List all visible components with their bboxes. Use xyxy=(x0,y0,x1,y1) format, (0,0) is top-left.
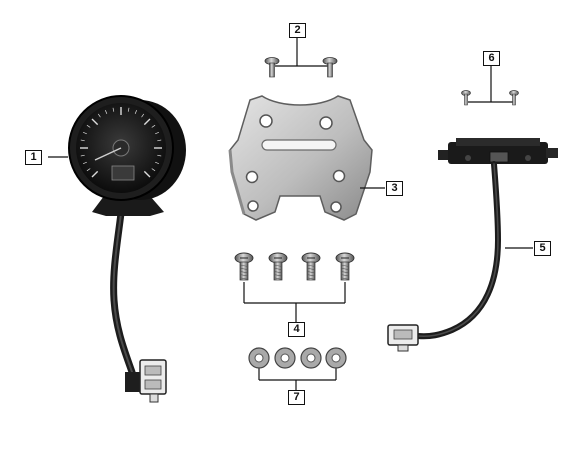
callout-5: 5 xyxy=(534,241,551,256)
callout-4: 4 xyxy=(288,322,305,337)
bracket-holes xyxy=(245,114,346,213)
speedometer-tick xyxy=(104,109,108,114)
speedometer-tick xyxy=(143,118,151,126)
speedometer-tick xyxy=(86,124,91,128)
speedometer-tick xyxy=(157,139,162,142)
screw-icon xyxy=(509,90,519,106)
speedometer-tick xyxy=(80,139,85,142)
speedometer-tick xyxy=(134,109,138,114)
screw-icon xyxy=(322,57,338,78)
screw-icon xyxy=(264,57,280,78)
switch-assembly xyxy=(387,138,558,352)
switch-cable xyxy=(415,161,502,340)
speedometer-tick xyxy=(151,168,156,172)
washer-icon xyxy=(248,347,270,369)
callout-7: 7 xyxy=(288,390,305,405)
washer-icon xyxy=(300,347,322,369)
speedometer-tick xyxy=(97,113,101,118)
washers-part-7 xyxy=(248,347,347,390)
speedometer-lcd xyxy=(111,165,135,181)
speedometer-tick xyxy=(91,170,99,178)
speedometer-tick xyxy=(155,131,160,135)
bracket-slot xyxy=(261,139,337,151)
screws-part-4 xyxy=(234,252,355,322)
speedometer-tick xyxy=(127,107,130,112)
screw-icon xyxy=(301,252,321,281)
speedometer-ticks xyxy=(80,107,162,178)
callout-2: 2 xyxy=(289,23,306,38)
switch-housing xyxy=(438,138,558,164)
callout-3: 3 xyxy=(386,181,403,196)
speedometer-tick xyxy=(151,124,156,128)
speedometer-connector xyxy=(125,359,167,403)
speedometer-tick xyxy=(157,154,162,157)
washer-icon xyxy=(274,347,296,369)
speedometer-tick xyxy=(86,168,91,172)
callout-6: 6 xyxy=(483,51,500,66)
speedometer-tick xyxy=(82,131,87,135)
speedometer-tick xyxy=(143,170,151,178)
switch-connector xyxy=(387,324,419,352)
screw-icon xyxy=(335,252,355,281)
speedometer-tick xyxy=(80,154,85,157)
screws-part-6 xyxy=(461,66,519,106)
screws-part-2 xyxy=(264,38,338,78)
speedometer-tick xyxy=(91,118,99,126)
washer-icon xyxy=(325,347,347,369)
speedometer-tick xyxy=(112,107,115,112)
mounting-bracket xyxy=(228,95,373,221)
screw-icon xyxy=(268,252,288,281)
screw-icon xyxy=(461,90,471,106)
speedometer-tick xyxy=(82,161,87,165)
speedometer-tick xyxy=(155,161,160,165)
speedometer-assembly xyxy=(68,95,186,403)
screw-icon xyxy=(234,252,254,281)
callout-1: 1 xyxy=(25,150,42,165)
speedometer-mount xyxy=(92,196,164,216)
speedometer-tick xyxy=(141,113,145,118)
